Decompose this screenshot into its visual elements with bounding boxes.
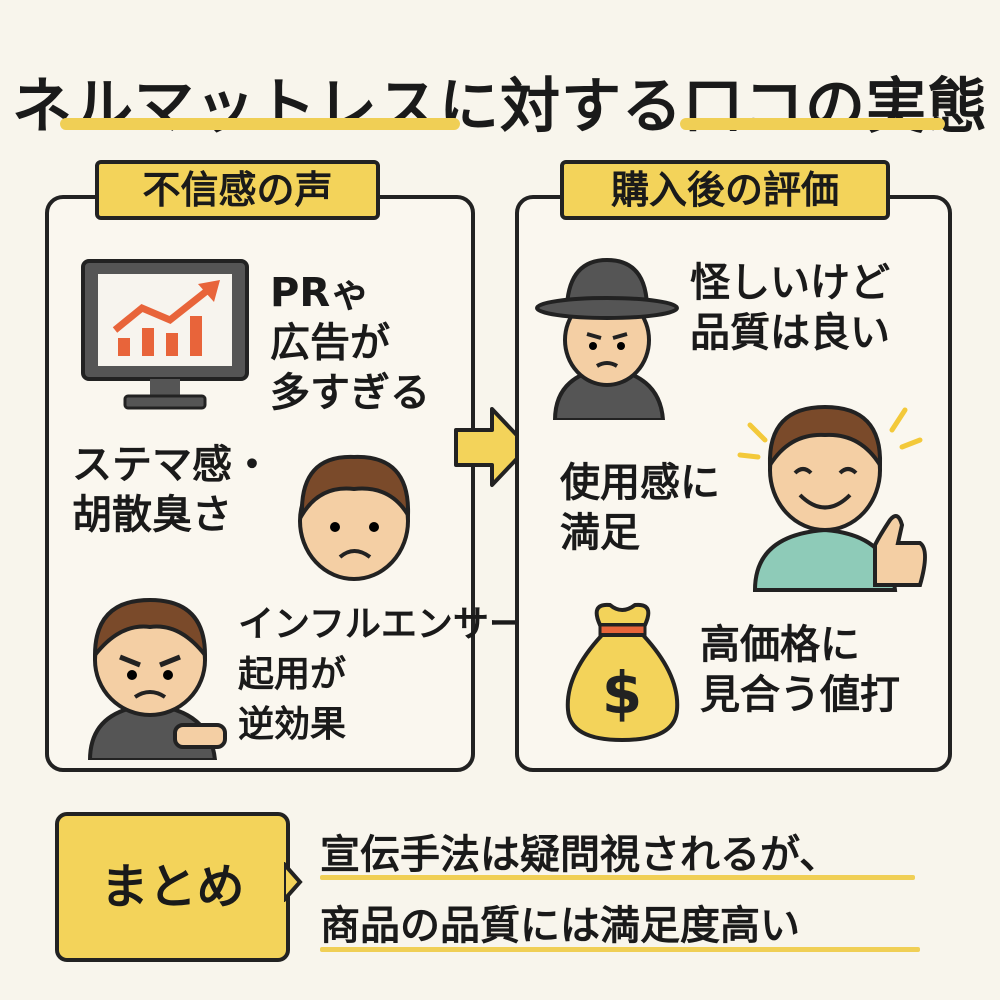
svg-text:$: $	[602, 659, 642, 727]
distrust-item-3: インフルエンサー 起用が 逆効果	[238, 604, 525, 745]
monitor-chart-icon	[81, 259, 249, 410]
title-underline	[680, 118, 945, 130]
summary-line-1: 宣伝手法は疑問視されるが、	[320, 832, 840, 878]
title-underline	[60, 118, 460, 130]
money-bag-icon: $	[565, 602, 680, 743]
summary-underline	[320, 875, 915, 880]
angry-person-icon	[87, 597, 227, 760]
thumbs-up-person-icon	[737, 404, 927, 592]
distrust-item-1: PRゃ 広告が 多すぎる	[270, 270, 430, 416]
summary-pointer	[284, 862, 303, 902]
evaluation-tag: 購入後の評価	[560, 160, 890, 220]
evaluation-item-3: 高価格に 見合う値打	[700, 622, 900, 718]
summary-line-2: 商品の品質には満足度高い	[320, 903, 800, 949]
distrust-tag: 不信感の声	[95, 160, 380, 220]
hat-person-icon	[535, 257, 679, 420]
evaluation-item-2: 使用感に 満足	[560, 460, 720, 556]
page-title: ネルマットレスに対する口コの実態	[12, 72, 988, 142]
summary-underline	[320, 947, 920, 952]
summary-label: まとめ	[55, 812, 290, 962]
distrust-item-2: ステマ感・ 胡散臭さ	[72, 442, 272, 538]
worried-face-icon	[298, 454, 411, 581]
right-arrow-icon	[454, 407, 530, 487]
evaluation-item-1: 怪しいけど 品質は良い	[690, 260, 890, 356]
